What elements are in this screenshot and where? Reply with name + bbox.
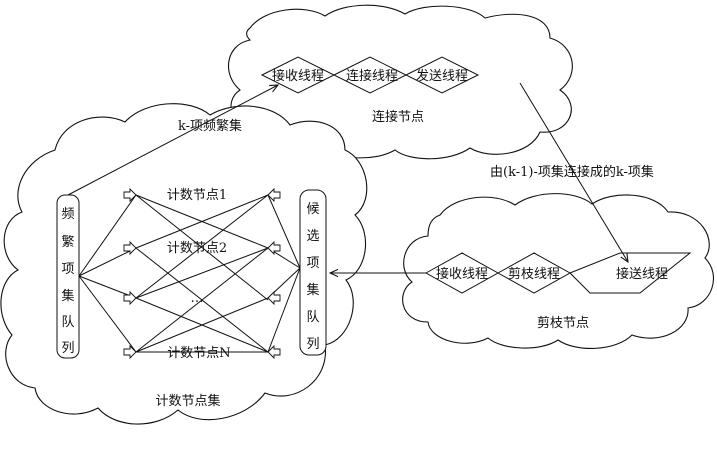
connect-node-cloud [227, 4, 573, 160]
candidate-itemset-queue-box [299, 189, 327, 356]
count-node-1-label: 计数节点1 [167, 188, 227, 203]
frequent-queue-char-6: 列 [61, 341, 74, 356]
edge-label-k-candidate: 由(k-1)-项集连接成的k-项集 [490, 164, 654, 180]
candidate-queue-char-2: 选 [306, 229, 319, 244]
prune-node-label: 剪枝节点 [537, 315, 589, 331]
count-node-ellipsis-label: … [191, 291, 204, 306]
connect-receive-thread-label: 接收线程 [272, 68, 324, 84]
frequent-queue-char-1: 频 [61, 207, 74, 222]
frequent-queue-char-4: 集 [61, 288, 74, 304]
prune-send-thread-shape [569, 252, 692, 294]
candidate-queue-char-5: 队 [306, 310, 319, 325]
connect-send-thread-label: 发送线程 [416, 68, 468, 84]
frequent-queue-char-5: 队 [61, 315, 74, 330]
connect-join-thread-label: 连接线程 [346, 68, 398, 84]
count-node-set-label: 计数节点集 [155, 393, 220, 409]
candidate-queue-char-1: 候 [306, 202, 319, 217]
candidate-queue-char-6: 列 [306, 337, 319, 352]
count-node-2-label: 计数节点2 [167, 241, 227, 256]
connect-node-label: 连接节点 [372, 109, 424, 125]
candidate-queue-char-3: 项 [306, 256, 319, 271]
arrow-to-connect-receive [67, 85, 278, 196]
arrow-to-prune-send [519, 82, 628, 262]
count-node-n-label: 计数节点N [167, 346, 230, 361]
hollow-arrows [123, 187, 281, 360]
frequent-queue-char-2: 繁 [61, 234, 74, 250]
connect-send-thread-shape [404, 56, 480, 94]
count-node-set-cloud [0, 103, 368, 425]
frequent-queue-char-3: 项 [61, 262, 74, 277]
prune-receive-thread-label: 接收线程 [436, 266, 488, 282]
prune-prune-thread-label: 剪枝线程 [508, 266, 560, 282]
edge-label-k-frequent: k-项频繁集 [178, 118, 242, 134]
candidate-queue-char-4: 集 [306, 282, 319, 298]
prune-send-thread-label: 接送线程 [616, 266, 668, 282]
